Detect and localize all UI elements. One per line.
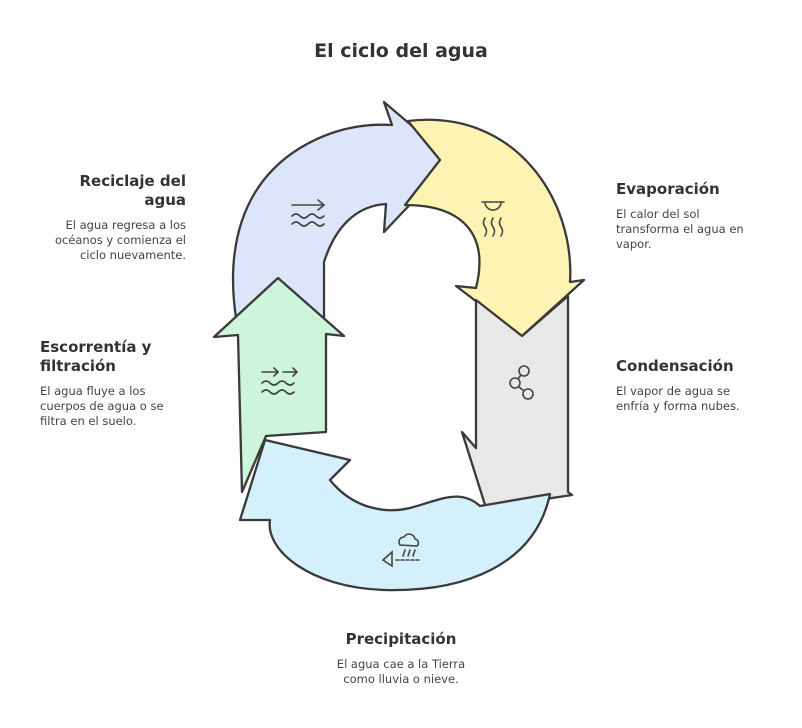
precipitacion-description: El agua cae a la Tierra como lluvia o ni…: [301, 657, 501, 687]
description-line: vapor.: [616, 237, 652, 251]
reciclaje-title-line: agua: [144, 191, 186, 209]
step-escorrentia: Escorrentía y filtración El agua fluye a…: [40, 338, 210, 429]
step-reciclaje: Reciclaje del agua El agua regresa a los…: [40, 172, 186, 263]
reciclaje-title: Reciclaje del agua: [40, 172, 186, 210]
segment-precipitacion: [238, 438, 552, 592]
description-line: cuerpos de agua o se: [40, 399, 164, 413]
segment-evaporacion: [403, 118, 586, 338]
water-flow-icon: [261, 367, 299, 395]
description-line: como lluvia o nieve.: [343, 672, 459, 686]
description-line: enfría y forma nubes.: [616, 399, 740, 413]
step-condensacion: Condensación El vapor de agua se enfría …: [616, 357, 786, 414]
description-line: océanos y comienza el: [54, 233, 186, 247]
description-line: El vapor de agua se: [616, 384, 731, 398]
segment-condensacion: [460, 294, 574, 510]
segment-reciclaje: [231, 100, 454, 322]
escorrentia-title: Escorrentía y filtración: [40, 338, 210, 376]
precipitacion-title: Precipitación: [345, 630, 457, 648]
segment-escorrentia: [212, 276, 346, 494]
step-evaporacion: Evaporación El calor del sol transforma …: [616, 180, 786, 252]
reciclaje-description: El agua regresa a los océanos y comienza…: [40, 218, 186, 263]
heat-rising-icon: [481, 201, 505, 237]
escorrentia-title-line: filtración: [40, 357, 116, 375]
description-line: transforma el agua en: [616, 222, 744, 236]
evaporacion-title: Evaporación: [616, 180, 720, 198]
description-line: filtra en el suelo.: [40, 414, 137, 428]
escorrentia-description: El agua fluye a los cuerpos de agua o se…: [40, 384, 210, 429]
step-precipitacion: Precipitación El agua cae a la Tierra co…: [301, 630, 501, 687]
rain-cloud-icon: [381, 533, 421, 568]
condensacion-title: Condensación: [616, 357, 734, 375]
description-line: El agua regresa a los: [65, 218, 186, 232]
description-line: El agua cae a la Tierra: [336, 657, 466, 671]
page-title: El ciclo del agua: [314, 40, 488, 62]
description-line: El agua fluye a los: [40, 384, 146, 398]
condensacion-description: El vapor de agua se enfría y forma nubes…: [616, 384, 786, 414]
escorrentia-title-line: Escorrentía y: [40, 338, 152, 356]
evaporacion-description: El calor del sol transforma el agua en v…: [616, 207, 786, 252]
reciclaje-title-line: Reciclaje del: [79, 172, 186, 190]
description-line: El calor del sol: [616, 207, 700, 221]
molecules-icon: [509, 365, 534, 400]
description-line: ciclo nuevamente.: [79, 248, 186, 262]
waves-arrow-icon: [291, 199, 326, 227]
